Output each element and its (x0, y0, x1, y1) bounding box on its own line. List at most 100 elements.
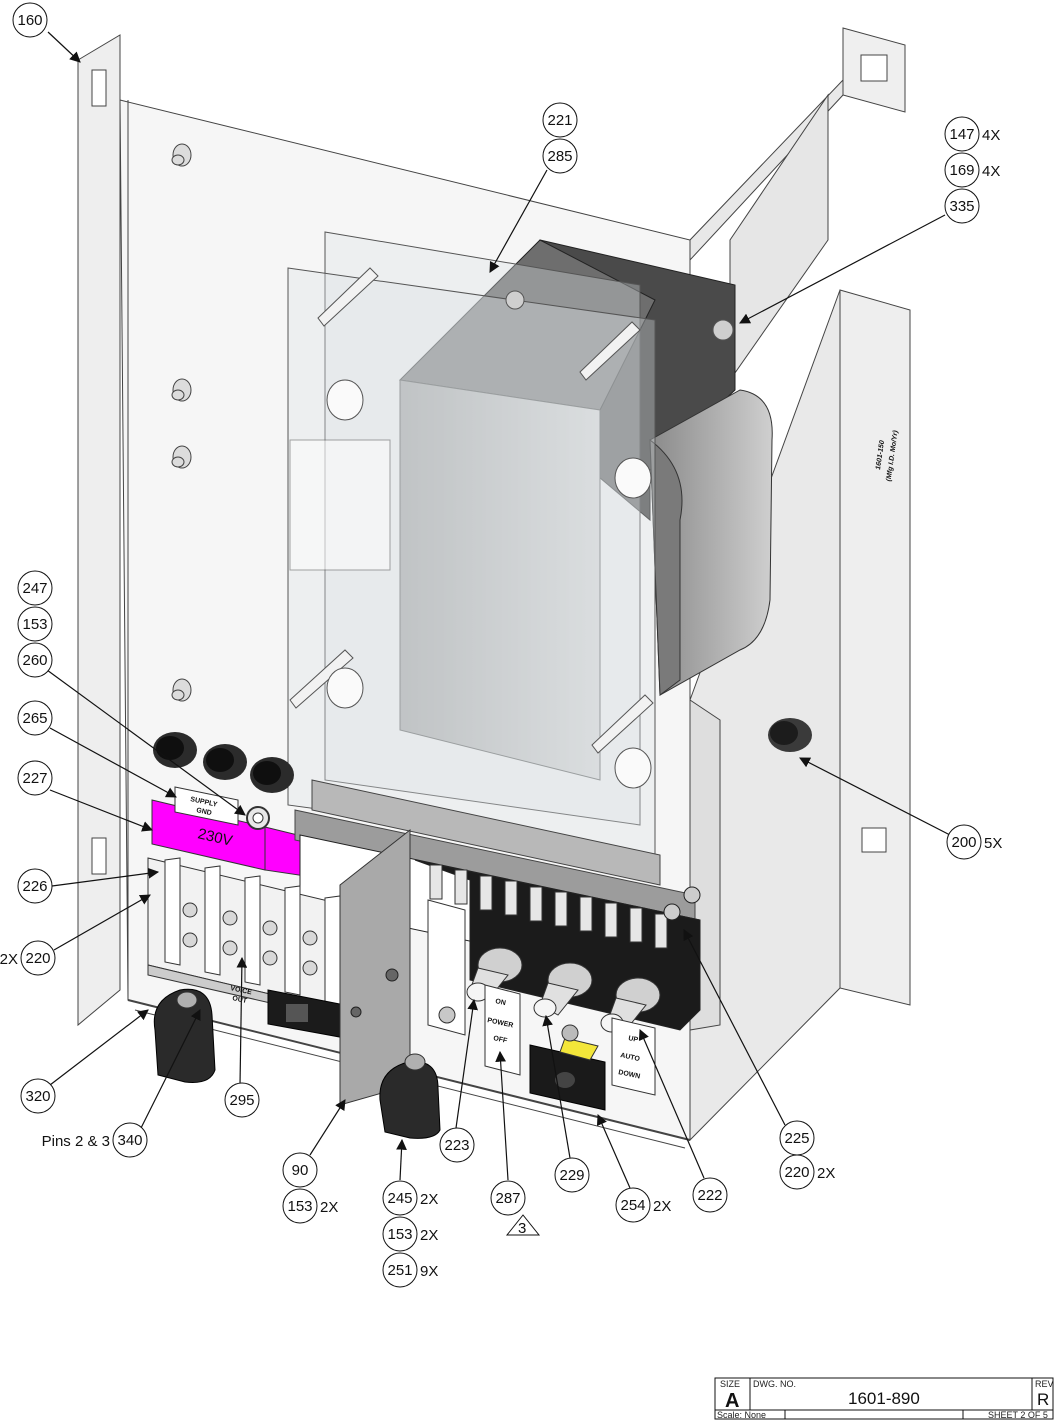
balloon-24: 229 (554, 1157, 590, 1193)
balloon-circle (946, 824, 982, 860)
clear-shield (287, 231, 656, 856)
balloon-16: 340 Pins 2 & 3 (42, 1122, 148, 1158)
balloon-qty: 5X (984, 835, 1002, 852)
tb-sheet: SHEET 2 OF 5 (988, 1410, 1048, 1420)
mode-plate-down: DOWN (618, 1069, 641, 1080)
balloon-qty: 2X (0, 951, 18, 968)
balloon-circle (554, 1157, 590, 1193)
balloon-26: 222 (692, 1177, 728, 1213)
standoff-studs (171, 143, 192, 702)
balloon-number: 340 (117, 1132, 142, 1149)
balloon-circle (20, 940, 56, 976)
balloon-number: 160 (17, 12, 42, 29)
balloon-qty: 4X (982, 163, 1000, 180)
balloon-qty: 9X (420, 1263, 438, 1280)
balloon-circle (282, 1188, 318, 1224)
balloon-14: 320 (20, 1078, 56, 1114)
balloon-circle (615, 1187, 651, 1223)
tb-size: A (725, 1390, 739, 1412)
balloon-number: 169 (949, 162, 974, 179)
balloon-17: 90 (282, 1152, 318, 1188)
balloon-number: 153 (387, 1226, 412, 1243)
balloon-12: 220 2X (0, 940, 56, 976)
power-switch-plate: ON POWER OFF (484, 984, 521, 1076)
balloon-8: 260 (17, 642, 53, 678)
balloon-circle (382, 1216, 418, 1252)
balloon-number: 287 (495, 1190, 520, 1207)
mode-switch-plate: UP AUTO DOWN (611, 1017, 656, 1096)
mode-plate-up: UP (628, 1035, 639, 1044)
balloon-circle (112, 1122, 148, 1158)
leader-lines (46, 31, 951, 1189)
balloon-number: 223 (444, 1137, 469, 1154)
voice-out-line-2: OUT (232, 995, 249, 1005)
balloon-circle (17, 606, 53, 642)
balloon-3: 147 4X (944, 116, 1000, 152)
balloon-circle (224, 1082, 260, 1118)
balloon-number: 260 (22, 652, 47, 669)
balloon-circle (382, 1180, 418, 1216)
barrier-terminal-block: VOICE OUT (147, 857, 346, 1021)
balloon-number: 147 (949, 126, 974, 143)
balloon-number: 226 (22, 878, 47, 895)
supply-gnd-tag: SUPPLY GND (174, 786, 270, 830)
balloon-number: 285 (547, 148, 572, 165)
balloon-23: 287 (490, 1180, 526, 1216)
balloon-qty: 2X (420, 1191, 438, 1208)
left-flange (77, 34, 121, 1027)
balloon-number: 220 (784, 1164, 809, 1181)
balloon-circle (17, 868, 53, 904)
balloon-circle (779, 1154, 815, 1190)
balloon-number: 251 (387, 1262, 412, 1279)
balloon-circle (542, 138, 578, 174)
balloon-number: 200 (951, 834, 976, 851)
balloon-2: 285 (542, 138, 578, 174)
balloon-circle (944, 152, 980, 188)
balloon-circle (382, 1252, 418, 1288)
grommets-left (153, 732, 294, 793)
balloon-circle (12, 2, 48, 38)
balloon-21: 251 9X (382, 1252, 438, 1288)
balloon-qty: Pins 2 & 3 (42, 1133, 110, 1150)
switch-bracket (427, 899, 466, 1036)
balloon-9: 265 (17, 700, 53, 736)
right-side-panel (689, 289, 911, 1142)
balloon-15: 295 (224, 1082, 260, 1118)
rocker-switch (529, 1024, 606, 1111)
balloon-number: 90 (292, 1162, 309, 1179)
revision-triangle: 3 (505, 1214, 541, 1237)
balloon-number: 335 (949, 198, 974, 215)
balloon-circle (944, 188, 980, 224)
balloon-qty: 2X (817, 1165, 835, 1182)
balloon-number: 222 (697, 1187, 722, 1204)
mode-plate-auto: AUTO (620, 1052, 641, 1063)
balloon-1: 221 (542, 102, 578, 138)
balloon-13: 200 5X (946, 824, 1002, 860)
balloon-number: 221 (547, 112, 572, 129)
balloon-circle (17, 700, 53, 736)
balloon-0: 160 (12, 2, 48, 38)
tb-scale: Scale: None (717, 1410, 766, 1420)
tb-dwg-no: 1601-890 (848, 1389, 920, 1408)
balloon-number: 220 (25, 950, 50, 967)
revision-triangle-number: 3 (518, 1220, 526, 1237)
balloon-11: 226 (17, 868, 53, 904)
balloon-circle (439, 1127, 475, 1163)
capacitor (649, 389, 773, 696)
balloon-circle (490, 1180, 526, 1216)
side-note-line-1: 1601-150 (875, 440, 886, 470)
title-block (714, 1377, 1054, 1420)
balloon-circle (944, 116, 980, 152)
balloon-qty: 4X (982, 127, 1000, 144)
balloon-circle (17, 642, 53, 678)
tb-size-label: SIZE (720, 1379, 740, 1389)
shield-standoffs (289, 267, 734, 789)
balloon-circle (17, 570, 53, 606)
balloon-number: 295 (229, 1092, 254, 1109)
balloon-number: 320 (25, 1088, 50, 1105)
balloon-10: 227 (17, 760, 53, 796)
